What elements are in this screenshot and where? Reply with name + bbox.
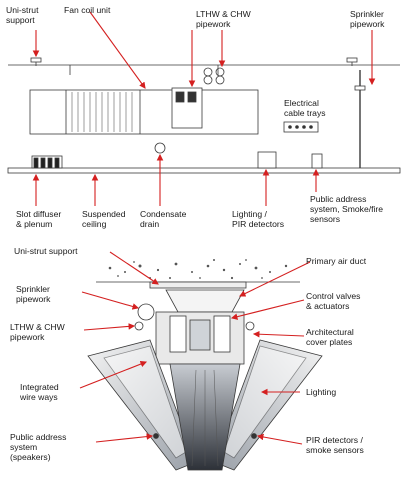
flexible-duct	[71, 92, 133, 132]
sprinkler-pipe-section	[137, 303, 155, 321]
label-sprinkler-pipework-bottom: Sprinkler pipework	[16, 284, 51, 304]
label-control-valves: Control valves & actuators	[306, 291, 361, 311]
pa-smoke-unit	[311, 153, 323, 169]
label-unistrut-support-top: Uni-strut support	[6, 5, 39, 25]
top-section-drawing	[7, 57, 401, 174]
bottom-section-arrows	[79, 251, 311, 445]
fan-coil-unit	[29, 89, 259, 135]
label-unistrut-support-bottom: Uni-strut support	[14, 246, 78, 256]
lighting-pir-unit	[257, 151, 277, 169]
label-electrical-cable-trays: Electrical cable trays	[284, 98, 326, 118]
pir-sensor	[251, 433, 257, 439]
cable-tray	[283, 121, 319, 133]
label-integrated-wire-ways: Integrated wire ways	[20, 382, 59, 402]
top-section-arrows	[32, 11, 376, 206]
label-primary-air-duct: Primary air duct	[306, 256, 367, 266]
unistrut-support	[149, 281, 247, 289]
label-lighting: Lighting	[306, 387, 337, 397]
unistrut-support-bracket	[30, 57, 42, 63]
label-public-address-top: Public address system, Smoke/fire sensor…	[310, 194, 384, 224]
label-sprinkler-pipework-top: Sprinkler pipework	[350, 9, 385, 29]
slot-diffuser	[31, 155, 63, 169]
label-slot-diffuser: Slot diffuser & plenum	[16, 209, 62, 229]
primary-air-duct	[165, 289, 245, 313]
concrete-slab	[108, 259, 288, 280]
label-lthw-chw-pipework-bottom: LTHW & CHW pipework	[10, 322, 65, 342]
lthw-chw-pipe	[203, 67, 213, 77]
label-lthw-chw-pipework-top: LTHW & CHW pipework	[196, 9, 251, 29]
lthw-chw-pipes	[134, 321, 144, 331]
condensate-drain	[154, 142, 166, 154]
speaker	[153, 433, 159, 439]
label-lighting-pir: Lighting / PIR detectors	[232, 209, 285, 229]
label-condensate-drain: Condensate drain	[140, 209, 187, 229]
label-pir-smoke-sensors: PIR detectors / smoke sensors	[306, 435, 364, 455]
label-fan-coil-unit: Fan coil unit	[64, 5, 111, 15]
label-architectural-cover-plates: Architectural cover plates	[306, 327, 354, 347]
suspended-ceiling	[7, 167, 401, 174]
bottom-section-drawing	[87, 259, 323, 471]
label-suspended-ceiling: Suspended ceiling	[82, 209, 126, 229]
label-public-address-bottom: Public address system (speakers)	[10, 432, 67, 462]
